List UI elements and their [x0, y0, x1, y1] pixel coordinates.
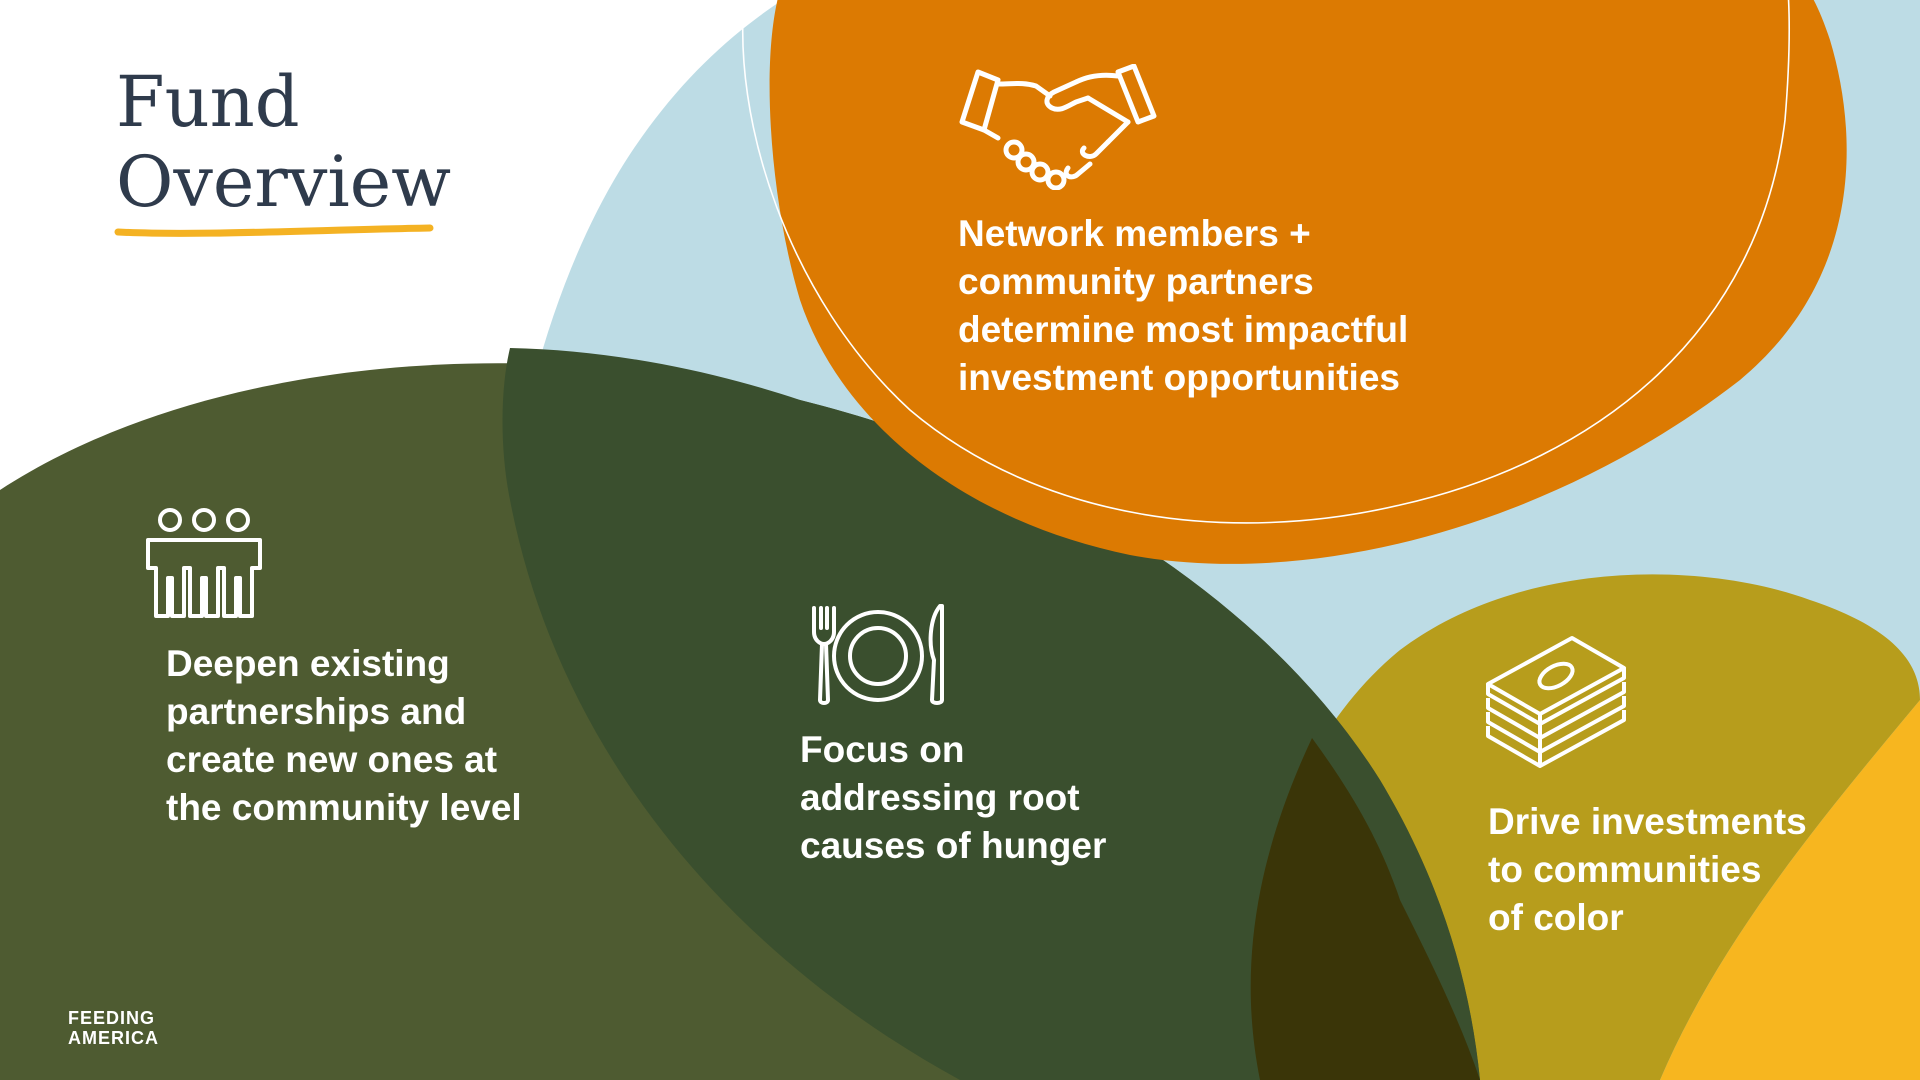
partnerships-line-3: create new ones at	[166, 739, 498, 780]
investments-line-1: Drive investments	[1488, 801, 1807, 842]
network-text: Network members + community partners det…	[958, 210, 1408, 402]
page-title: Fund Overview	[116, 62, 451, 222]
title-line-1: Fund	[116, 61, 300, 143]
network-line-1: Network members +	[958, 213, 1311, 254]
plate-fork-knife-icon	[810, 604, 950, 706]
network-line-4: investment opportunities	[958, 357, 1400, 398]
network-line-2: community partners	[958, 261, 1314, 302]
money-stack-icon	[1484, 630, 1628, 770]
investments-text: Drive investments to communities of colo…	[1488, 798, 1807, 942]
investments-line-2: to communities	[1488, 849, 1762, 890]
logo-line-2: AMERICA	[68, 1028, 159, 1048]
partnerships-line-2: partnerships and	[166, 691, 467, 732]
root-causes-text: Focus on addressing root causes of hunge…	[800, 726, 1106, 870]
network-line-3: determine most impactful	[958, 309, 1409, 350]
handshake-icon	[958, 64, 1158, 190]
logo-line-1: FEEDING	[68, 1008, 156, 1028]
people-group-icon	[144, 508, 264, 618]
partnerships-line-4: the community level	[166, 787, 522, 828]
title-underline	[114, 224, 434, 237]
root-causes-line-3: causes of hunger	[800, 825, 1107, 866]
feeding-america-logo: FEEDING AMERICA	[68, 998, 168, 1048]
partnerships-text: Deepen existing partnerships and create …	[166, 640, 522, 832]
investments-line-3: of color	[1488, 897, 1624, 938]
partnerships-line-1: Deepen existing	[166, 643, 450, 684]
title-line-2: Overview	[116, 141, 452, 223]
root-causes-line-1: Focus on	[800, 729, 965, 770]
root-causes-line-2: addressing root	[800, 777, 1080, 818]
